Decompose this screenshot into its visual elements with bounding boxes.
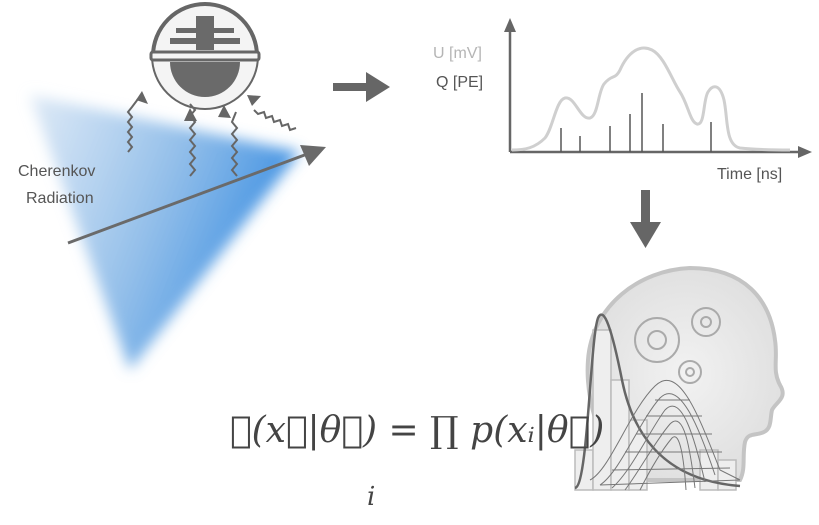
- photomultiplier-icon: [149, 2, 261, 110]
- likelihood-formula: ℒ(x⃗|θ⃗) = ∏ p(xᵢ|θ⃗): [230, 410, 605, 451]
- radiation-label-line2: Radiation: [26, 190, 94, 207]
- photon-arrows: [126, 91, 297, 177]
- photon-arrow-4: [253, 109, 297, 132]
- arrow-right-icon: [333, 72, 390, 102]
- likelihood-fit-graphic: [574, 313, 741, 491]
- particle-track-arrowhead: [300, 145, 326, 166]
- particle-track: [67, 148, 319, 245]
- waveform-plot: [504, 18, 812, 158]
- radiation-label-line1: Cherenkov: [18, 163, 96, 180]
- charge-pulses: [560, 93, 712, 152]
- time-axis-label: Time [ns]: [717, 166, 783, 183]
- photon-arrow-1: [126, 98, 139, 153]
- q-axis-label: Q [PE]: [436, 74, 484, 91]
- waveform-curve: [511, 46, 791, 152]
- product-index: i: [367, 482, 376, 512]
- cherenkov-cone: [30, 95, 300, 370]
- u-axis-label: U [mV]: [433, 45, 482, 62]
- arrow-down-icon: [630, 190, 661, 248]
- photon-arrow-3: [230, 111, 239, 177]
